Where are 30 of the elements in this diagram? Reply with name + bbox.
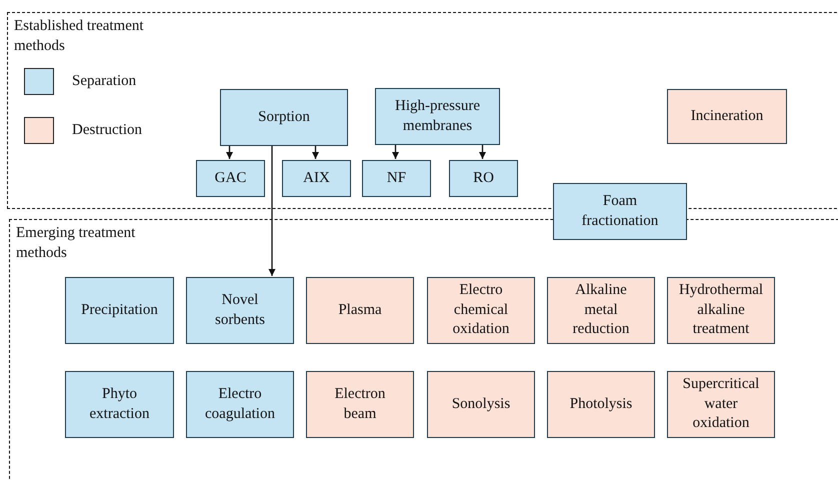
arrow (392, 144, 399, 159)
method-box: Supercritical water oxidation (667, 371, 775, 438)
region-title: Emerging treatment methods (16, 224, 136, 264)
method-box: RO (449, 160, 518, 197)
method-box: Phyto extraction (65, 371, 174, 438)
legend-label: Separation (72, 73, 136, 90)
method-box: Foam fractionation (553, 183, 687, 240)
dashed-region (7, 12, 838, 209)
arrow (268, 145, 276, 276)
arrow (312, 145, 319, 159)
method-box: Hydrothermal alkaline treatment (667, 277, 775, 344)
method-box: Sonolysis (427, 371, 535, 438)
method-box: GAC (196, 160, 265, 197)
method-box: Novel sorbents (186, 277, 294, 344)
arrow (226, 145, 233, 159)
arrow (479, 144, 486, 159)
method-box: High-pressure membranes (375, 88, 500, 145)
method-box: Plasma (306, 277, 414, 344)
method-box: Incineration (667, 89, 787, 144)
region-title: Established treatment methods (14, 17, 145, 56)
method-box: Photolysis (547, 371, 655, 438)
method-box: Electron beam (306, 371, 414, 438)
method-box: AIX (282, 160, 351, 197)
legend-label: Destruction (72, 122, 142, 139)
method-box: Alkaline metal reduction (547, 277, 655, 344)
method-box: Electro coagulation (186, 371, 294, 438)
method-box: Sorption (220, 89, 348, 146)
method-box: NF (362, 160, 431, 197)
method-box: Electro chemical oxidation (427, 277, 535, 344)
method-box: Precipitation (65, 277, 174, 344)
